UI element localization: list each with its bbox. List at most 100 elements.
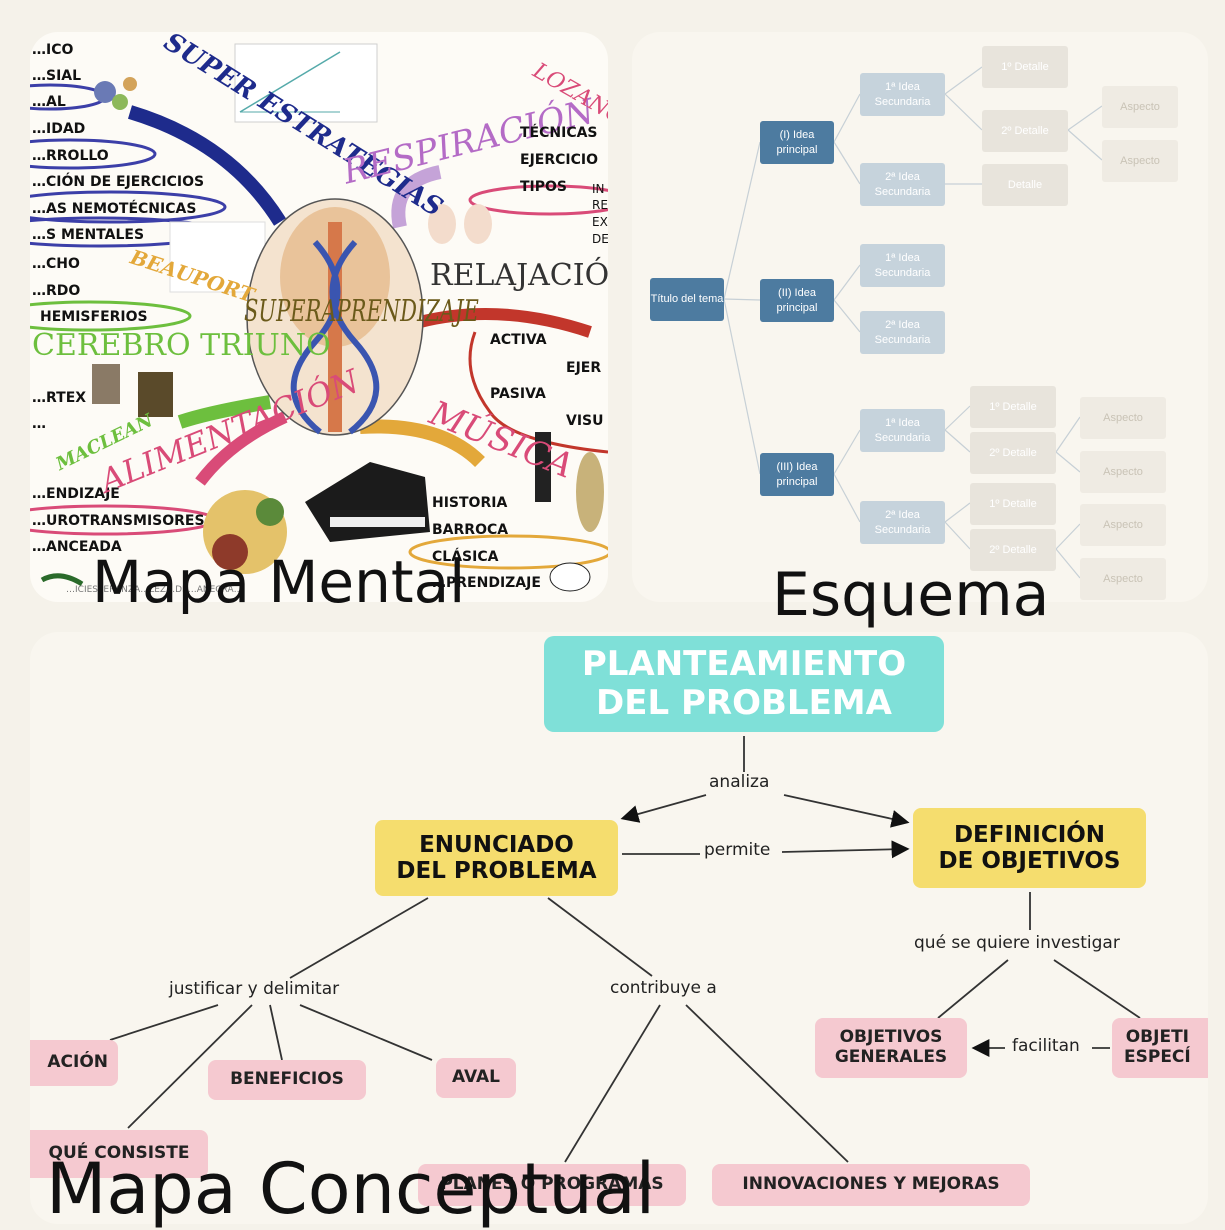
mm-left-item: …S MENTALES — [32, 227, 145, 243]
link-label-permite: permite — [701, 840, 774, 860]
mind-map-panel: …ICO …SIAL …AL …IDAD …RROLLO …CIÓN DE EJ… — [30, 32, 608, 602]
concept-definicion-node: DEFINICIÓN DE OBJETIVOS — [913, 808, 1146, 888]
outline-aspect: Aspecto — [1102, 140, 1178, 182]
outline-secondary: 2ª Idea Secundaria — [860, 501, 945, 544]
mm-right-item: EJER — [566, 360, 602, 376]
concept-root-node: PLANTEAMIENTO DEL PROBLEMA — [544, 636, 944, 732]
mm-arrow-blue — [127, 105, 286, 226]
outline-secondary: 2ª Idea Secundaria — [860, 163, 945, 206]
mm-portrait-icon-2 — [138, 372, 173, 417]
mm-center-label: SUPERAPRENDIZAJE — [244, 294, 479, 329]
outline-secondary: 1ª Idea Secundaria — [860, 409, 945, 452]
outline-title: Esquema — [772, 560, 1050, 630]
mm-portrait-icon-1 — [92, 364, 120, 404]
outline-secondary: 1ª Idea Secundaria — [860, 244, 945, 287]
mm-swoosh-2 — [30, 138, 157, 170]
mm-caricature-icon — [549, 562, 591, 592]
outline-idea-3: (III) Idea principal — [760, 453, 834, 496]
link-label-analiza: analiza — [706, 772, 773, 792]
link-label-que-se-quiere: qué se quiere investigar — [911, 933, 1123, 953]
mm-arrow-pink — [195, 411, 288, 486]
outline-detail: 1º Detalle — [970, 483, 1056, 525]
concept-leaf-planes: PLANES O PROGRAMAS — [418, 1164, 686, 1206]
outline-detail: 2º Detalle — [982, 110, 1068, 152]
outline-connectors — [723, 66, 1103, 579]
mm-left-item: …CHO — [32, 256, 80, 272]
mm-right-item: HISTORIA — [432, 495, 508, 511]
mind-map-drawing — [30, 43, 608, 592]
concept-enunciado-node: ENUNCIADO DEL PROBLEMA — [375, 820, 618, 896]
mm-swoosh-5 — [30, 300, 192, 332]
outline-aspect: Aspecto — [1080, 451, 1166, 493]
mm-face-icon-2 — [464, 204, 492, 244]
mm-arrow-purple — [391, 165, 442, 229]
link-label-facilitan: facilitan — [1009, 1036, 1083, 1056]
mm-right-item: IN — [592, 182, 605, 196]
mm-instrument-icon — [576, 452, 604, 532]
mm-swoosh-8 — [468, 331, 608, 454]
mm-graph-thumbnail — [234, 43, 378, 123]
mm-left-item: …IDAD — [32, 121, 86, 137]
mm-right-item: DE — [592, 232, 608, 246]
mm-left-item: …UROTRANSMISORES — [32, 513, 205, 529]
outline-detail: 1º Detalle — [970, 386, 1056, 428]
mm-right-item: BARROCA — [432, 522, 509, 538]
mm-right-item: TÉCNICAS — [520, 125, 598, 141]
mm-right-item: PASIVA — [490, 386, 546, 402]
mm-left-item: …AS NEMOTÉCNICAS — [32, 201, 197, 217]
concept-leaf-accion: ACIÓN — [30, 1040, 118, 1086]
outline-secondary: 2ª Idea Secundaria — [860, 311, 945, 354]
mm-formula-card — [169, 221, 266, 293]
concept-map-title: Mapa Conceptual — [46, 1148, 656, 1230]
mm-swoosh-9 — [408, 534, 608, 570]
outline-idea-1: (I) Idea principal — [760, 121, 834, 164]
mm-swoosh-7 — [468, 184, 608, 216]
mm-left-item: …ANCEADA — [32, 539, 122, 555]
mm-left-item: …RROLLO — [32, 148, 109, 164]
mm-branch-cerebro-triuno: CEREBRO TRIUNO — [32, 328, 331, 363]
outline-detail: 2º Detalle — [970, 529, 1056, 571]
outline-aspect: Aspecto — [1080, 397, 1166, 439]
mind-map-title: Mapa Mental — [92, 548, 466, 616]
concept-leaf-innovaciones: INNOVACIONES Y MEJORAS — [712, 1164, 1030, 1206]
concept-leaf-objetivos-generales: OBJETIVOS GENERALES — [815, 1018, 967, 1078]
outline-detail: 1º Detalle — [982, 46, 1068, 88]
mm-left-item: …ENDIZAJE — [32, 486, 120, 502]
mm-left-item: …CIÓN DE EJERCICIOS — [32, 174, 205, 190]
outline-detail: Detalle — [982, 164, 1068, 206]
mm-footer: …ICIESPERANZA…LEZ…DE…ANECRA… — [66, 585, 243, 595]
mm-left-item: …RTEX — [32, 390, 87, 406]
mm-right-item: ACTIVA — [490, 332, 547, 348]
concept-leaf-objetivos-especificos: OBJETI ESPECÍ — [1112, 1018, 1208, 1078]
mm-right-item: …PRENDIZAJE — [432, 575, 541, 591]
mm-arrow-red — [418, 308, 592, 338]
outline-aspect: Aspecto — [1102, 86, 1178, 128]
mm-right-item: EX — [592, 215, 608, 229]
mm-arrow-green — [177, 395, 272, 429]
link-label-contribuye: contribuye a — [607, 978, 720, 998]
mm-right-item: EJERCICIO — [520, 152, 598, 168]
mm-left-item: … — [32, 416, 46, 432]
mm-face-icon-1 — [428, 204, 456, 244]
concept-leaf-beneficios: BENEFICIOS — [208, 1060, 366, 1100]
mm-branch-relajacion: RELAJACIÓN — [430, 258, 608, 293]
outline-idea-2: (II) Idea principal — [760, 279, 834, 322]
outline-secondary: 1ª Idea Secundaria — [860, 73, 945, 116]
mm-right-item: CLÁSICA — [432, 549, 499, 565]
outline-detail: 2º Detalle — [970, 432, 1056, 474]
mm-right-item: VISU — [566, 413, 604, 429]
concept-leaf-que-consiste: QUÉ CONSISTE — [30, 1130, 208, 1178]
mm-molecule-icon — [94, 81, 116, 103]
mm-left-item: …ICO — [32, 42, 74, 58]
outline-panel: Título del tema (I) Idea principal (II) … — [632, 32, 1208, 602]
mm-musician-icon — [535, 432, 551, 502]
mm-left-item: HEMISFERIOS — [40, 309, 148, 325]
link-label-justificar: justificar y delimitar — [166, 979, 343, 999]
mm-left-item: …AL — [32, 94, 66, 110]
mm-swoosh-3 — [30, 190, 227, 224]
outline-aspect: Aspecto — [1080, 504, 1166, 546]
mm-left-item: …SIAL — [32, 68, 82, 84]
outline-aspect: Aspecto — [1080, 558, 1166, 600]
mm-arrow-orange — [359, 419, 485, 468]
